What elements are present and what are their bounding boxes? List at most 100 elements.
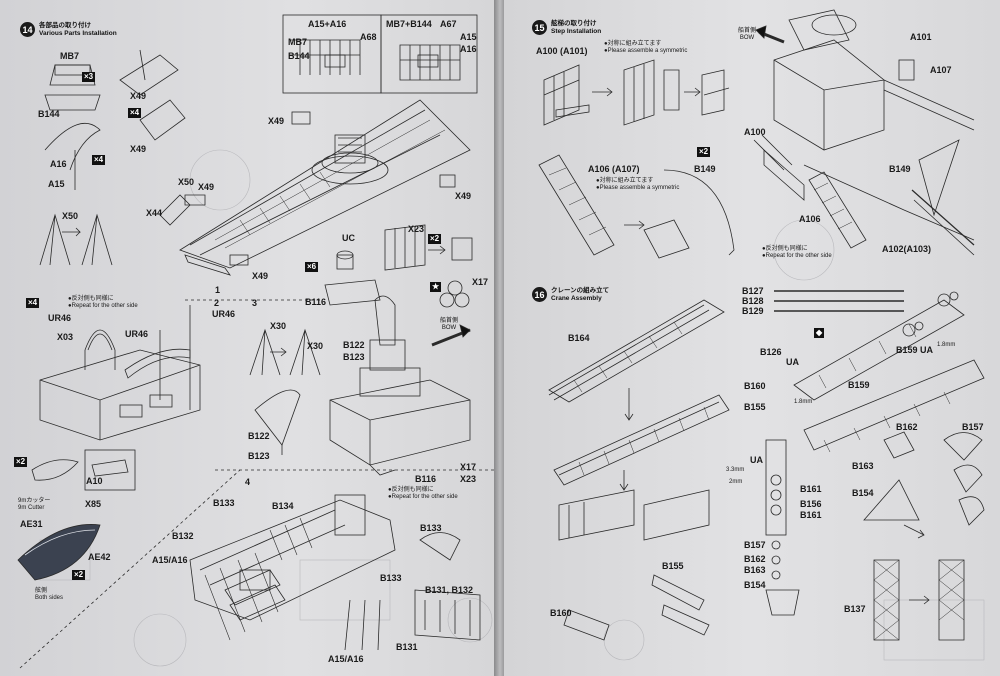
left-page-line-art [17, 14, 496, 669]
callout-right-a15: A15 [460, 32, 477, 42]
left-page: 14 各部品の取り付け Various Parts Installation A… [0, 0, 496, 676]
sub-step-4: 4 [245, 477, 251, 487]
dim-1-8mm-b: 1.8mm [794, 399, 813, 405]
part-b123-b: B123 [248, 451, 270, 461]
mult-x4-b: ×4 [92, 155, 106, 165]
part-b144: B144 [38, 109, 60, 119]
sub-step-1: 1 [215, 285, 221, 295]
part-a16: A16 [50, 159, 67, 169]
part-a15: A15 [48, 179, 65, 189]
repeat-note-2-jp: ●反対側も同様に [388, 487, 434, 493]
part-mb7: MB7 [60, 51, 80, 61]
part-x17-b: X17 [460, 462, 477, 472]
part-b134: B134 [272, 501, 294, 511]
book-gutter [494, 0, 506, 676]
part-a10: A10 [86, 476, 103, 486]
bow-marker-left-jp: 船首側 [440, 318, 459, 324]
bow-marker-left-en: BOW [441, 324, 457, 331]
step16-number: 16 [532, 287, 547, 302]
part-b133-c: B133 [380, 573, 402, 583]
part-b159-b: B159 [848, 380, 870, 390]
part-b116-a: B116 [305, 297, 327, 307]
part-b149-a: B149 [694, 164, 716, 174]
part-b123-a: B123 [343, 352, 365, 362]
part-b131-a: B131 [396, 642, 418, 652]
a100-note: ●対称に組み立てます ●Please assemble a symmetric [604, 41, 687, 55]
part-x30-b: X30 [307, 341, 324, 351]
bow-marker-left: 船首側 BOW [440, 318, 458, 331]
part-a106-a107: A106 (A107) [588, 164, 640, 174]
part-b154-a: B154 [852, 488, 874, 498]
part-x23-a: X23 [408, 224, 425, 234]
cutter-label-en: 9m Cutter [18, 504, 45, 511]
step14-title-jp: 各部品の取り付け [39, 22, 91, 30]
boat-side-label: 舷側 Both sides [35, 588, 63, 602]
part-a102-a103: A102(A103) [882, 244, 932, 254]
step15-number: 15 [532, 20, 547, 35]
part-a15a16-a: A15/A16 [152, 555, 188, 565]
part-x49-b: X49 [130, 144, 147, 154]
step16-title-en: Crane Assembly [551, 294, 602, 302]
a106-note-en: ●Please assemble a symmetric [596, 184, 680, 191]
callout-left-a15a16: A15+A16 [308, 19, 347, 29]
step16-header: 16 クレーンの組み立て Crane Assembly [532, 287, 609, 302]
mult-x2-b: ×2 [14, 457, 28, 467]
part-b160-a: B160 [744, 381, 766, 391]
part-b126: B126 [760, 347, 782, 357]
repeat-note-2: ●反対側も同様に ●Repeat for the other side [388, 487, 458, 501]
sub-step-3: 3 [252, 298, 258, 308]
part-x49-c: X49 [268, 116, 285, 126]
a106-note: ●対称に組み立てます ●Please assemble a symmetric [596, 178, 679, 192]
part-x17-a: X17 [472, 277, 489, 287]
part-b122-a: B122 [343, 340, 365, 350]
part-uc: UC [342, 233, 355, 243]
mult-x2-c: ×2 [72, 570, 86, 580]
repeat-note-1: ●反対側も同様に ●Repeat for the other side [68, 296, 138, 310]
part-ua-3: UA [750, 455, 763, 465]
callout-right-a16: A16 [460, 44, 477, 54]
part-a100-a101: A100 (A101) [536, 46, 588, 56]
step15-mult-x2: ×2 [697, 147, 711, 157]
bow-marker-right-jp: 船首側 [738, 28, 757, 34]
step15-repeat-note-en: ●Repeat for the other side [762, 252, 832, 259]
bow-marker-right: 船首側 BOW [738, 28, 756, 41]
callout-left-mb7: MB7 [288, 37, 308, 47]
step15-repeat-note-jp: ●反対側も同様に [762, 246, 808, 252]
part-b163-b: B163 [744, 565, 766, 575]
part-b131-b132: B131, B132 [425, 585, 474, 595]
boat-side-label-en: Both sides [35, 594, 64, 601]
repeat-note-1-en: ●Repeat for the other side [68, 302, 138, 309]
part-b157-b: B157 [744, 540, 766, 550]
part-b154-b: B154 [744, 580, 766, 590]
part-a106-b: A106 [799, 214, 821, 224]
step14-title-en: Various Parts Installation [39, 29, 117, 37]
cutter-label: 9mカッター 9m Cutter [18, 498, 50, 512]
cutter-label-jp: 9mカッター [18, 498, 51, 504]
right-page: 15 舷梯の取り付け Step Installation A100 (A101)… [504, 0, 1000, 676]
callout-right-mb7-b144: MB7+B144 [386, 19, 432, 29]
part-x49-f: X49 [252, 271, 269, 281]
part-b162-b: B162 [744, 554, 766, 564]
part-b159-a: B159 [896, 345, 918, 355]
part-ur46-c: UR46 [212, 309, 236, 319]
dim-3-3mm: 3.3mm [726, 467, 745, 473]
part-b129: B129 [742, 306, 764, 316]
part-ur46-b: UR46 [125, 329, 149, 339]
part-ae31: AE31 [20, 519, 43, 529]
part-x23-b: X23 [460, 474, 477, 484]
part-b149-b: B149 [889, 164, 911, 174]
dim-2mm: 2mm [729, 479, 743, 485]
part-b133-a: B133 [213, 498, 235, 508]
part-x49-a: X49 [130, 91, 147, 101]
step15-title-jp: 舷梯の取り付け [551, 20, 597, 28]
callout-left-a68: A68 [360, 32, 377, 42]
part-b127: B127 [742, 286, 764, 296]
part-b116-b: B116 [415, 474, 437, 484]
part-x49-d: X49 [198, 182, 215, 192]
part-b156: B156 [800, 499, 822, 509]
mult-x4-a: ×4 [128, 108, 142, 118]
part-b163-a: B163 [852, 461, 874, 471]
mult-x6: ×6 [305, 262, 319, 272]
repeat-note-1-jp: ●反対側も同様に [68, 296, 114, 302]
step14-header: 14 各部品の取り付け Various Parts Installation [20, 22, 117, 37]
